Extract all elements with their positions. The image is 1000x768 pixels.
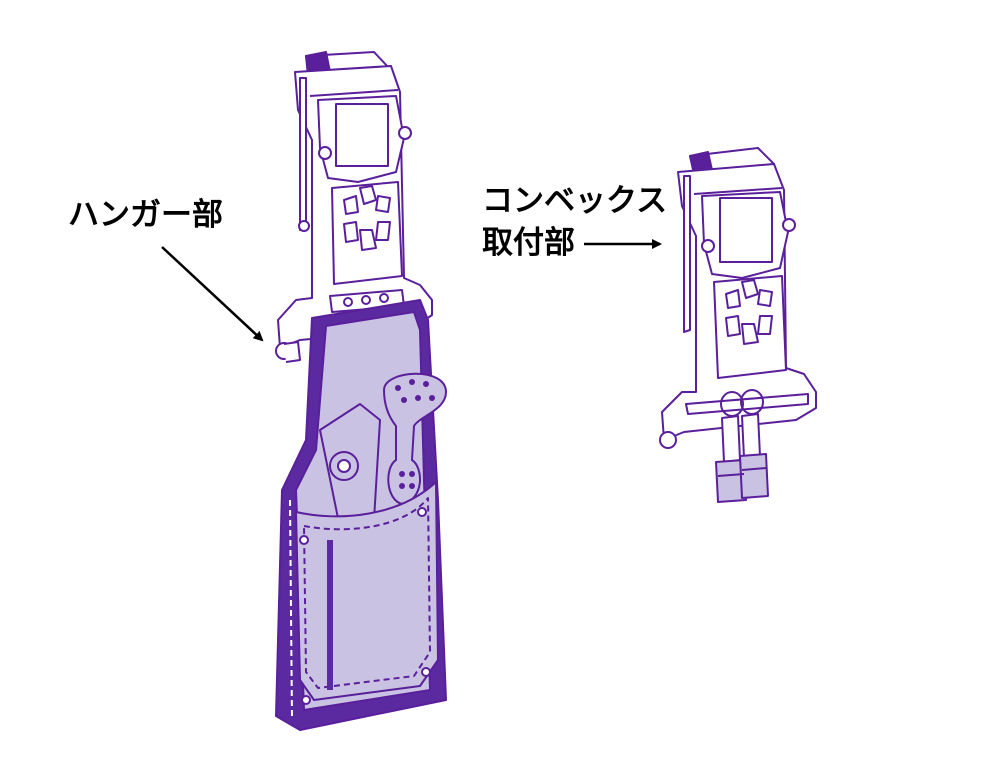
left-holder — [275, 51, 433, 363]
arrow-hanger — [161, 246, 264, 342]
right-holder — [659, 147, 817, 503]
label-convex-line1: コンベックス — [482, 183, 668, 219]
label-convex-line2: 取付部 — [482, 225, 575, 261]
left-pouch — [275, 299, 447, 731]
vent-pattern-left — [343, 185, 391, 251]
label-hanger: ハンガー部 — [68, 197, 223, 233]
vent-pattern-right — [725, 279, 773, 345]
